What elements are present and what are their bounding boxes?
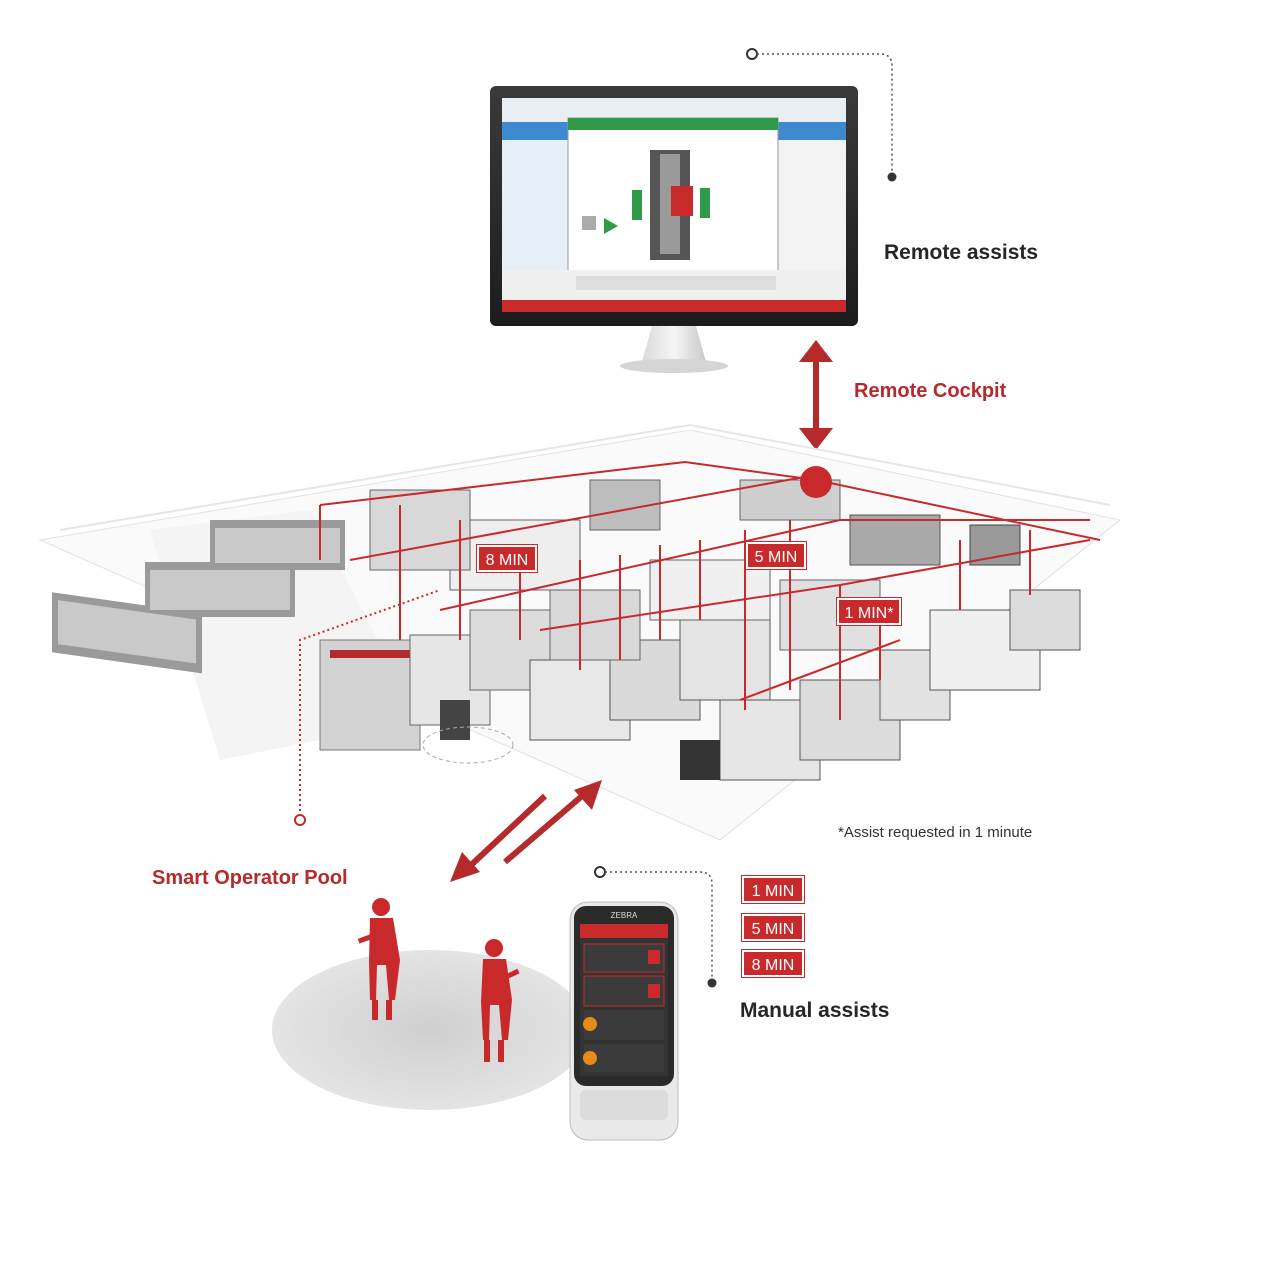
device-brand: ZEBRA: [611, 911, 638, 920]
remote-connector: [746, 48, 897, 182]
footnote: *Assist requested in 1 minute: [838, 824, 1033, 841]
smart-operator-pool-label: Smart Operator Pool: [152, 867, 348, 889]
factory-floor: [38, 423, 1122, 841]
cockpit-node: [800, 466, 832, 498]
tag-8-min: 8 MIN: [476, 544, 538, 573]
monitor: [490, 86, 858, 326]
tag-1-min: 1 MIN*: [836, 597, 902, 626]
manual-assists-label: Manual assists: [740, 999, 890, 1022]
operator-pool: [272, 898, 588, 1110]
operator-arrows: [450, 780, 602, 882]
legend-tag-1-min: 1 MIN: [741, 875, 805, 904]
operator-figure: [357, 898, 400, 1020]
tag-5-min: 5 MIN: [745, 541, 807, 570]
remote-cockpit-arrow: [799, 340, 833, 450]
monitor-stand: [620, 326, 728, 373]
legend-tag-8-min: 8 MIN: [741, 949, 805, 978]
remote-assists-label: Remote assists: [884, 241, 1039, 264]
remote-cockpit-label: Remote Cockpit: [854, 380, 1007, 402]
operator-figure: [481, 939, 520, 1062]
legend-tag-5-min: 5 MIN: [741, 913, 805, 942]
manual-connector: [594, 866, 717, 988]
handheld-device: ZEBRA: [569, 901, 679, 1141]
